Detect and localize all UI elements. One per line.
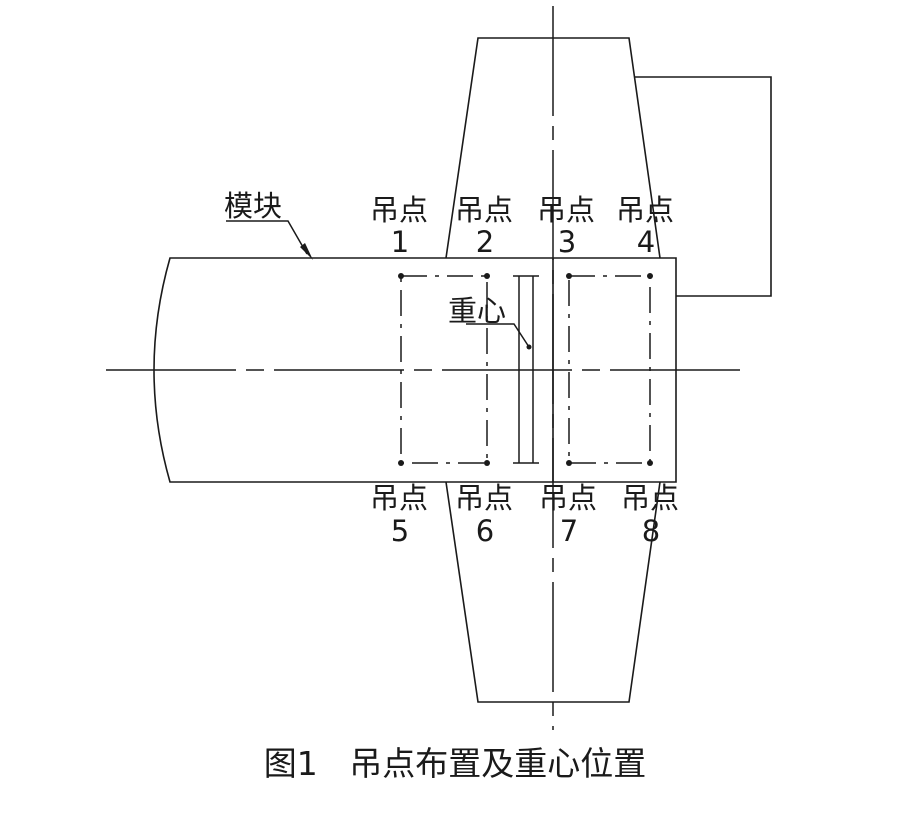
- lift-point-label-1: 吊点: [370, 193, 428, 227]
- lift-point-dot-6: [484, 460, 490, 466]
- lift-point-number-8: 8: [642, 514, 660, 548]
- lift-point-number-2: 2: [476, 225, 494, 259]
- lift-point-number-4: 4: [637, 225, 655, 259]
- lift-point-dot-4: [647, 273, 653, 279]
- cog-label: 重心: [448, 294, 506, 328]
- lift-point-label-8: 吊点: [621, 481, 679, 515]
- lift-point-label-2: 吊点: [455, 193, 513, 227]
- module-outline: [153, 257, 677, 483]
- lift-point-number-1: 1: [391, 225, 409, 259]
- side-box-outline: [634, 76, 772, 297]
- module-leader-line: [226, 220, 308, 255]
- lift-point-dot-8: [647, 460, 653, 466]
- lift-point-number-6: 6: [476, 514, 494, 548]
- lifting-frame-right: [568, 275, 651, 464]
- module-leader-arrowhead: [300, 243, 313, 260]
- lift-point-label-4: 吊点: [616, 193, 674, 227]
- cog-dot: [526, 344, 532, 350]
- lift-point-label-5: 吊点: [370, 481, 428, 515]
- lift-point-number-5: 5: [391, 514, 409, 548]
- lift-point-dot-1: [398, 273, 404, 279]
- lift-point-dot-3: [566, 273, 572, 279]
- lift-point-number-7: 7: [560, 514, 578, 548]
- lift-point-label-7: 吊点: [539, 481, 597, 515]
- lift-point-label-3: 吊点: [537, 193, 595, 227]
- lift-point-dot-2: [484, 273, 490, 279]
- lift-point-dot-5: [398, 460, 404, 466]
- module-label: 模块: [224, 189, 282, 223]
- figure-caption: 图1 吊点布置及重心位置: [264, 744, 646, 783]
- lift-point-label-6: 吊点: [455, 481, 513, 515]
- lift-point-number-3: 3: [558, 225, 576, 259]
- lift-point-dot-7: [566, 460, 572, 466]
- cog-leader-line: [466, 323, 530, 348]
